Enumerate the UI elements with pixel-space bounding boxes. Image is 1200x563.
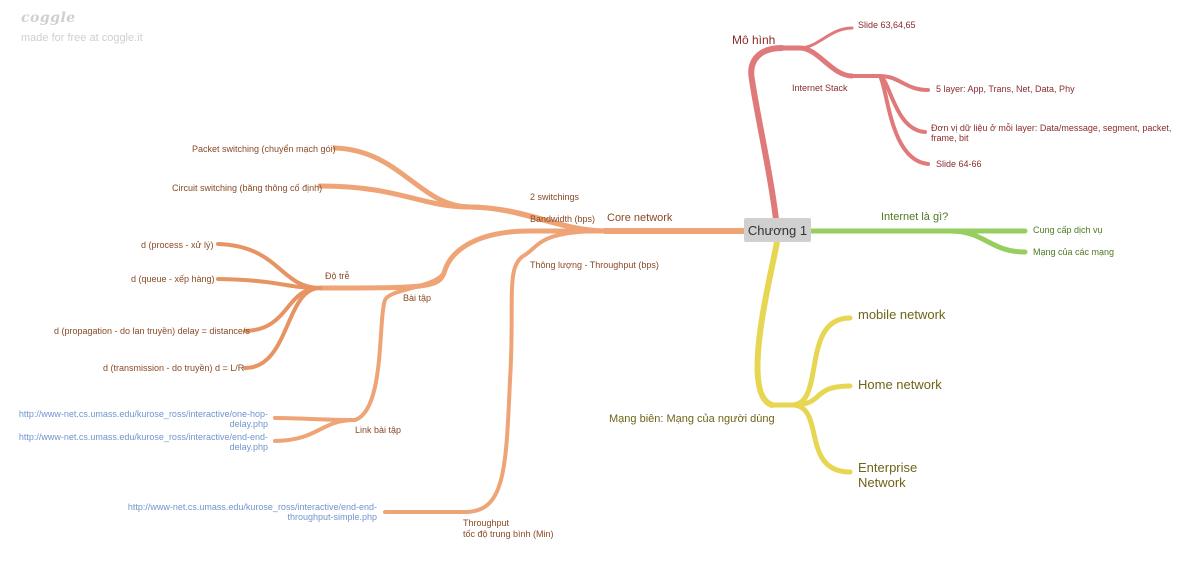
node-d-transmission[interactable]: d (transmission - do truyền) d = L/R (103, 363, 245, 373)
node-mo-hinh[interactable]: Mô hình (732, 33, 775, 47)
branch-core-network (216, 145, 747, 514)
link-one-hop-delay-line2[interactable]: delay.php (230, 419, 268, 429)
node-throughput-min-line2: tốc độ trung bình (Min) (463, 529, 554, 539)
central-node-label: Chương 1 (747, 222, 808, 238)
link-end-end-delay-line2[interactable]: delay.php (230, 442, 268, 452)
branch-internet (807, 228, 1028, 255)
link-end-end-delay[interactable]: http://www-net.cs.umass.edu/kurose_ross/… (19, 432, 268, 442)
node-don-vi-du-lieu[interactable]: Đơn vị dữ liệu ở mỗi layer: Data/message… (931, 123, 1171, 133)
node-don-vi-du-lieu-line2: frame, bit (931, 133, 969, 143)
node-internet-la-gi[interactable]: Internet là gì? (881, 211, 948, 223)
node-slide-64[interactable]: Slide 64-66 (936, 159, 982, 169)
node-home-network[interactable]: Home network (858, 377, 942, 392)
branch-mo-hinh (748, 26, 930, 231)
node-internet-stack[interactable]: Internet Stack (792, 83, 848, 93)
node-d-process[interactable]: d (process - xử lý) (141, 240, 214, 250)
coggle-logo: coggle (21, 10, 76, 26)
node-circuit-switching[interactable]: Circuit switching (băng thông cố định) (172, 183, 322, 193)
node-do-tre[interactable]: Độ trễ (325, 271, 350, 281)
node-5-layer[interactable]: 5 layer: App, Trans, Net, Data, Phy (936, 84, 1075, 94)
node-cung-cap-dich-vu[interactable]: Cung cấp dịch vụ (1033, 225, 1103, 235)
node-link-bai-tap[interactable]: Link bài tập (355, 425, 401, 435)
node-bandwidth[interactable]: Bandwidth (bps) (530, 214, 595, 224)
link-end-end-throughput[interactable]: http://www-net.cs.umass.edu/kurose_ross/… (128, 502, 377, 512)
branch-mang-bien (754, 239, 853, 475)
node-throughput[interactable]: Thông lượng - Throughput (bps) (530, 260, 659, 270)
node-throughput-min[interactable]: Throughput (463, 518, 510, 528)
node-2-switchings[interactable]: 2 switchings (530, 192, 580, 202)
node-d-propagation[interactable]: d (propagation - do lan truyền) delay = … (54, 326, 250, 336)
central-node[interactable]: Chương 1 (744, 218, 811, 242)
link-one-hop-delay[interactable]: http://www-net.cs.umass.edu/kurose_ross/… (19, 409, 268, 419)
coggle-credit[interactable]: made for free at coggle.it (21, 32, 143, 44)
node-core-network[interactable]: Core network (607, 212, 673, 224)
node-d-queue[interactable]: d (queue - xếp hàng) (131, 274, 215, 284)
node-mang-bien[interactable]: Mạng biên: Mạng của người dùng (609, 413, 775, 425)
node-slide-63[interactable]: Slide 63,64,65 (858, 20, 916, 30)
node-mang-cua-cac-mang[interactable]: Mạng của các mạng (1033, 247, 1114, 257)
node-packet-switching[interactable]: Packet switching (chuyển mạch gói) (192, 144, 336, 154)
node-enterprise-network[interactable]: Enterprise (858, 460, 917, 475)
coggle-brand: coggle made for free at coggle.it (21, 10, 143, 44)
node-enterprise-network-line2: Network (858, 475, 906, 490)
node-bai-tap[interactable]: Bài tập (403, 293, 431, 303)
link-end-end-throughput-line2[interactable]: throughput-simple.php (287, 512, 377, 522)
node-mobile-network[interactable]: mobile network (858, 307, 946, 322)
